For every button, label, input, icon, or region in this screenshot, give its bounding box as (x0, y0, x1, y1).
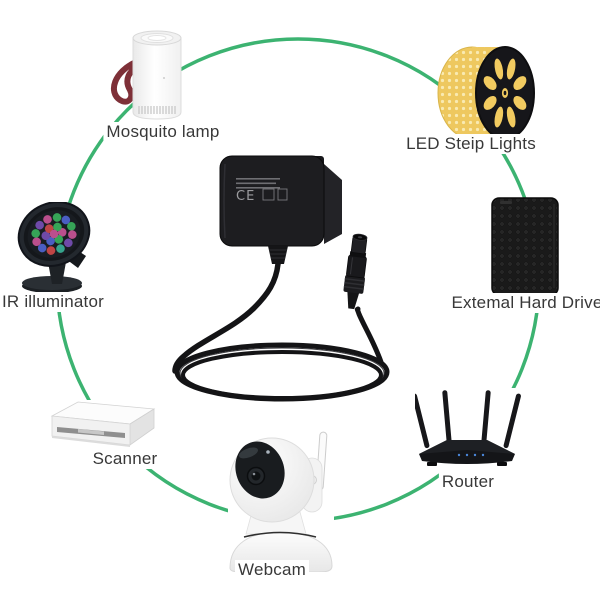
label-mosquito-lamp: Mosquito lamp (103, 122, 223, 142)
led-strip-reel-icon (437, 46, 535, 140)
label-external-hard-drive: Extemal Hard Drive (448, 293, 600, 313)
dc-plug-icon (343, 233, 368, 310)
mosquito-lamp-icon (110, 30, 182, 120)
ir-illuminator-icon (17, 202, 91, 293)
label-ir-illuminator: IR illuminator (0, 292, 107, 312)
ce-marking: CE (236, 189, 255, 204)
router-icon (415, 390, 521, 466)
scanner-icon (50, 401, 156, 447)
label-router: Router (438, 472, 498, 492)
label-scanner: Scanner (89, 449, 161, 469)
external-hard-drive-icon (491, 197, 559, 296)
label-webcam: Webcam (235, 560, 309, 580)
power-adapter-icon: CE (172, 155, 390, 402)
webcam-icon (229, 431, 333, 572)
label-led-strip-lights: LED Steip Lights (403, 134, 539, 154)
